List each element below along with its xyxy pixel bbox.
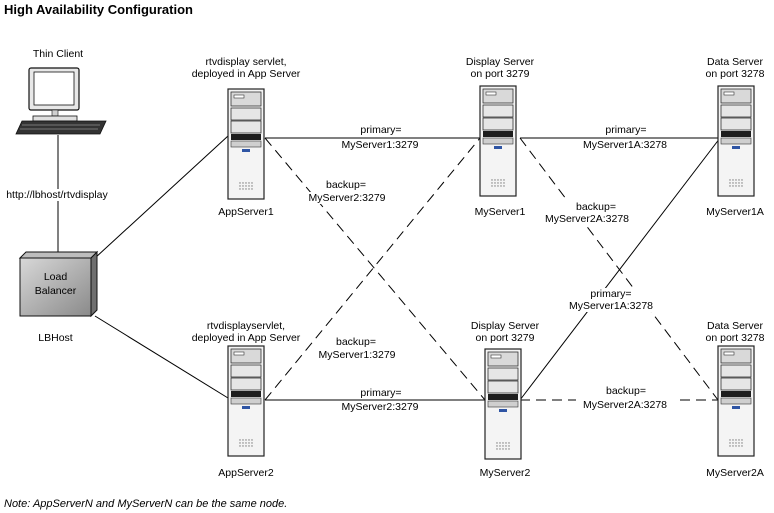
ms1-primary-label-2: MyServer1A:3278 bbox=[582, 139, 668, 151]
app2-primary-label-2: MyServer2:3279 bbox=[341, 401, 419, 413]
app-server-2-tower bbox=[227, 345, 265, 457]
app-server-1-desc-2: deployed in App Server bbox=[191, 68, 301, 80]
app2-ms1-backup-link bbox=[264, 137, 481, 401]
app-server-2-desc-2: deployed in App Server bbox=[191, 332, 301, 344]
data-server-2-desc-2: on port 3278 bbox=[705, 332, 765, 344]
app2-primary-label-1: primary= bbox=[345, 387, 417, 399]
thin-client-label: Thin Client bbox=[32, 48, 84, 60]
ms2-backup-label-2: MyServer2A:3278 bbox=[576, 399, 674, 411]
display-server-1-tower bbox=[479, 85, 517, 197]
app2-backup-label-1: backup= bbox=[325, 336, 387, 348]
app-server-1-desc-1: rtvdisplay servlet, bbox=[205, 56, 287, 68]
ms1-ms2a-backup-link bbox=[519, 137, 719, 401]
ms1-backup-label-1: backup= bbox=[565, 201, 627, 213]
data-server-1-name: MyServer1A bbox=[706, 206, 764, 218]
footnote: Note: AppServerN and MyServerN can be th… bbox=[4, 498, 288, 510]
data-server-2-tower bbox=[717, 345, 755, 457]
ms2-ms1a-primary-link bbox=[519, 137, 721, 401]
display-server-1-desc-2: on port 3279 bbox=[470, 68, 530, 80]
display-server-1-desc-1: Display Server bbox=[465, 56, 535, 68]
app1-backup-label-1: backup= bbox=[315, 179, 377, 191]
data-server-1-desc-2: on port 3278 bbox=[705, 68, 765, 80]
app1-primary-label-1: primary= bbox=[345, 124, 417, 136]
diagram-title: High Availability Configuration bbox=[4, 2, 193, 17]
lb-host-label: LBHost bbox=[38, 332, 73, 344]
data-server-1-tower bbox=[717, 85, 755, 197]
data-server-2-desc-1: Data Server bbox=[706, 320, 764, 332]
app-server-2-name: AppServer2 bbox=[218, 467, 274, 479]
lb-app1-link bbox=[94, 135, 229, 259]
app-server-2-desc-1: rtvdisplayservlet, bbox=[206, 320, 286, 332]
app-server-1-tower bbox=[227, 88, 265, 200]
load-balancer-label-2: Balancer bbox=[34, 285, 77, 297]
ms1-primary-label-1: primary= bbox=[590, 124, 662, 136]
ms1-backup-label-2: MyServer2A:3278 bbox=[540, 213, 634, 225]
display-server-2-desc-1: Display Server bbox=[470, 320, 540, 332]
app1-ms2-backup-link bbox=[264, 137, 486, 401]
display-server-2-desc-2: on port 3279 bbox=[475, 332, 535, 344]
load-balancer-label-1: Load bbox=[43, 271, 68, 283]
display-server-2-tower bbox=[484, 348, 522, 460]
app-server-1-name: AppServer1 bbox=[218, 206, 274, 218]
ms2-primary-label-1: primary= bbox=[575, 288, 647, 300]
app2-backup-label-2: MyServer1:3279 bbox=[310, 349, 404, 361]
display-server-1-name: MyServer1 bbox=[474, 206, 526, 218]
load-balancer-box bbox=[18, 250, 99, 318]
app1-backup-label-2: MyServer2:3279 bbox=[300, 192, 394, 204]
display-server-2-name: MyServer2 bbox=[479, 467, 531, 479]
thin-client-url-label: http://lbhost/rtvdisplay bbox=[4, 189, 110, 201]
ms2-backup-label-1: backup= bbox=[595, 385, 657, 397]
data-server-2-name: MyServer2A bbox=[706, 467, 764, 479]
ms2-primary-label-2: MyServer1A:3278 bbox=[562, 300, 660, 312]
thin-client-computer-icon bbox=[15, 67, 107, 135]
app1-primary-label-2: MyServer1:3279 bbox=[341, 139, 419, 151]
lb-app2-link bbox=[94, 315, 229, 399]
data-server-1-desc-1: Data Server bbox=[706, 56, 764, 68]
